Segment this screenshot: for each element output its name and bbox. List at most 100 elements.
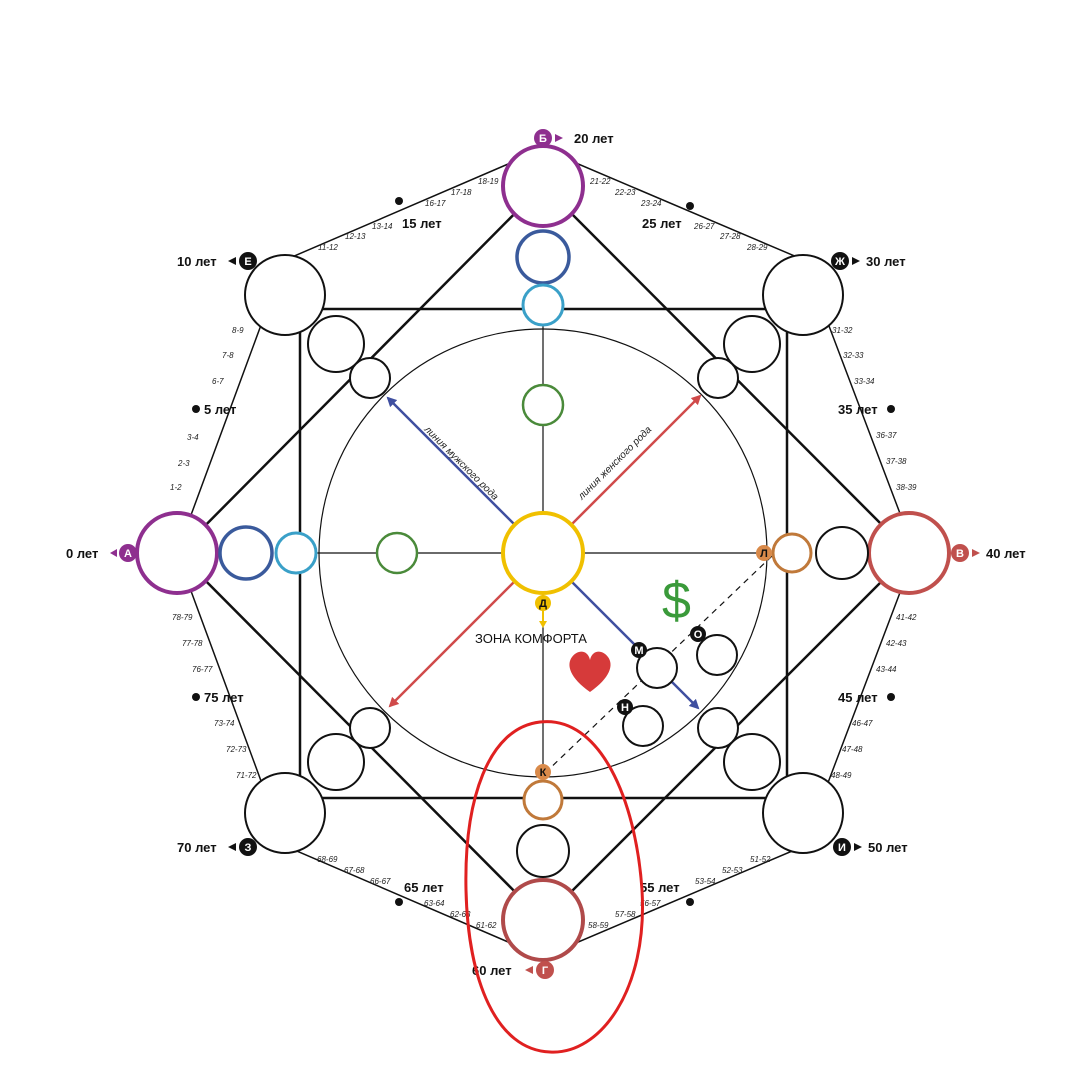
circle-V <box>867 511 951 595</box>
range-7-8: 7-8 <box>222 351 234 360</box>
badge-K: К <box>535 764 551 780</box>
range-38-39: 38-39 <box>896 483 917 492</box>
age-20: 20 лет <box>574 131 614 146</box>
circle-Zh <box>762 254 844 336</box>
range-18-19: 18-19 <box>478 177 499 186</box>
badge-Z: З <box>228 838 257 856</box>
range-71-72: 71-72 <box>236 771 257 780</box>
range-47-48: 47-48 <box>842 745 863 754</box>
svg-text:Г: Г <box>542 965 549 977</box>
svg-text:Д: Д <box>539 598 547 610</box>
range-36-37: 36-37 <box>876 431 897 440</box>
range-62-63: 62-63 <box>450 910 471 919</box>
range-28-29: 28-29 <box>746 243 768 252</box>
male-line-up <box>386 396 521 531</box>
range-43-44: 43-44 <box>876 665 897 674</box>
badge-B: Б <box>534 129 563 147</box>
range-17-18: 17-18 <box>451 188 472 197</box>
age-40: 40 лет <box>986 546 1026 561</box>
svg-text:З: З <box>245 842 252 854</box>
male-line-label: линия мужского рода <box>421 424 500 503</box>
range-32-33: 32-33 <box>843 351 864 360</box>
range-56-57: 56-57 <box>640 899 661 908</box>
range-26-27: 26-27 <box>693 222 715 231</box>
range-1-2: 1-2 <box>170 483 182 492</box>
range-3-4: 3-4 <box>187 433 199 442</box>
age-10: 10 лет <box>177 254 217 269</box>
range-77-78: 77-78 <box>182 639 203 648</box>
circle-Z <box>244 772 326 854</box>
badge-A: А <box>110 544 137 562</box>
circle-bottom-2 <box>516 824 570 878</box>
range-31-32: 31-32 <box>832 326 853 335</box>
comfort-zone-label: ЗОНА КОМФОРТА <box>475 631 587 646</box>
age-70: 70 лет <box>177 840 217 855</box>
svg-text:М: М <box>634 645 643 657</box>
svg-text:Л: Л <box>760 548 768 560</box>
dollar-icon: $ <box>662 572 691 630</box>
circle-N <box>622 705 664 747</box>
female-line-label: линия женского рода <box>576 424 655 503</box>
age-45: 45 лет <box>838 690 878 705</box>
range-8-9: 8-9 <box>232 326 244 335</box>
female-line-up <box>565 394 702 531</box>
circle-top-3 <box>521 283 565 327</box>
circle-O <box>696 634 738 676</box>
male-line-down <box>565 575 700 710</box>
range-12-13: 12-13 <box>345 232 366 241</box>
circle-tr-2 <box>697 357 739 399</box>
range-23-24: 23-24 <box>640 199 662 208</box>
svg-text:О: О <box>694 629 703 641</box>
age-0: 0 лет <box>66 546 98 561</box>
range-52-53: 52-53 <box>722 866 743 875</box>
circle-left-3 <box>274 531 318 575</box>
circle-br-1 <box>723 733 781 791</box>
circle-left-green <box>375 531 419 575</box>
circle-top-green <box>521 383 565 427</box>
range-27-28: 27-28 <box>719 232 741 241</box>
range-48-49: 48-49 <box>831 771 852 780</box>
circle-B <box>501 144 585 228</box>
range-13-14: 13-14 <box>372 222 393 231</box>
age-65: 65 лет <box>404 880 444 895</box>
range-73-74: 73-74 <box>214 719 235 728</box>
range-46-47: 46-47 <box>852 719 873 728</box>
svg-text:Ж: Ж <box>834 256 845 268</box>
circle-M <box>636 647 678 689</box>
circle-right-2 <box>815 526 869 580</box>
age-35: 35 лет <box>838 402 878 417</box>
annotation-ellipse <box>464 720 645 1054</box>
range-76-77: 76-77 <box>192 665 213 674</box>
circle-G <box>501 878 585 962</box>
age-75: 75 лет <box>204 690 244 705</box>
circle-br-2 <box>697 707 739 749</box>
badge-O: О <box>690 626 706 642</box>
circle-tl-1 <box>307 315 365 373</box>
range-51-52: 51-52 <box>750 855 771 864</box>
range-53-54: 53-54 <box>695 877 716 886</box>
female-line-down <box>388 575 521 708</box>
age-50: 50 лет <box>868 840 908 855</box>
badge-N: Н <box>617 699 633 715</box>
svg-text:В: В <box>956 548 964 560</box>
circle-center <box>501 511 585 595</box>
range-41-42: 41-42 <box>896 613 917 622</box>
svg-text:И: И <box>838 842 846 854</box>
range-2-3: 2-3 <box>177 459 190 468</box>
badge-Zh: Ж <box>831 252 860 270</box>
age-dots <box>192 197 895 906</box>
range-78-79: 78-79 <box>172 613 193 622</box>
age-25: 25 лет <box>642 216 682 231</box>
range-61-62: 61-62 <box>476 921 497 930</box>
age-30: 30 лет <box>866 254 906 269</box>
circle-left-2 <box>218 525 274 581</box>
range-22-23: 22-23 <box>614 188 636 197</box>
age-15: 15 лет <box>402 216 442 231</box>
range-11-12: 11-12 <box>318 243 338 252</box>
range-68-69: 68-69 <box>317 855 338 864</box>
range-58-59: 58-59 <box>588 921 609 930</box>
svg-text:А: А <box>124 548 132 560</box>
age-5: 5 лет <box>204 402 236 417</box>
range-66-67: 66-67 <box>370 877 391 886</box>
range-42-43: 42-43 <box>886 639 907 648</box>
